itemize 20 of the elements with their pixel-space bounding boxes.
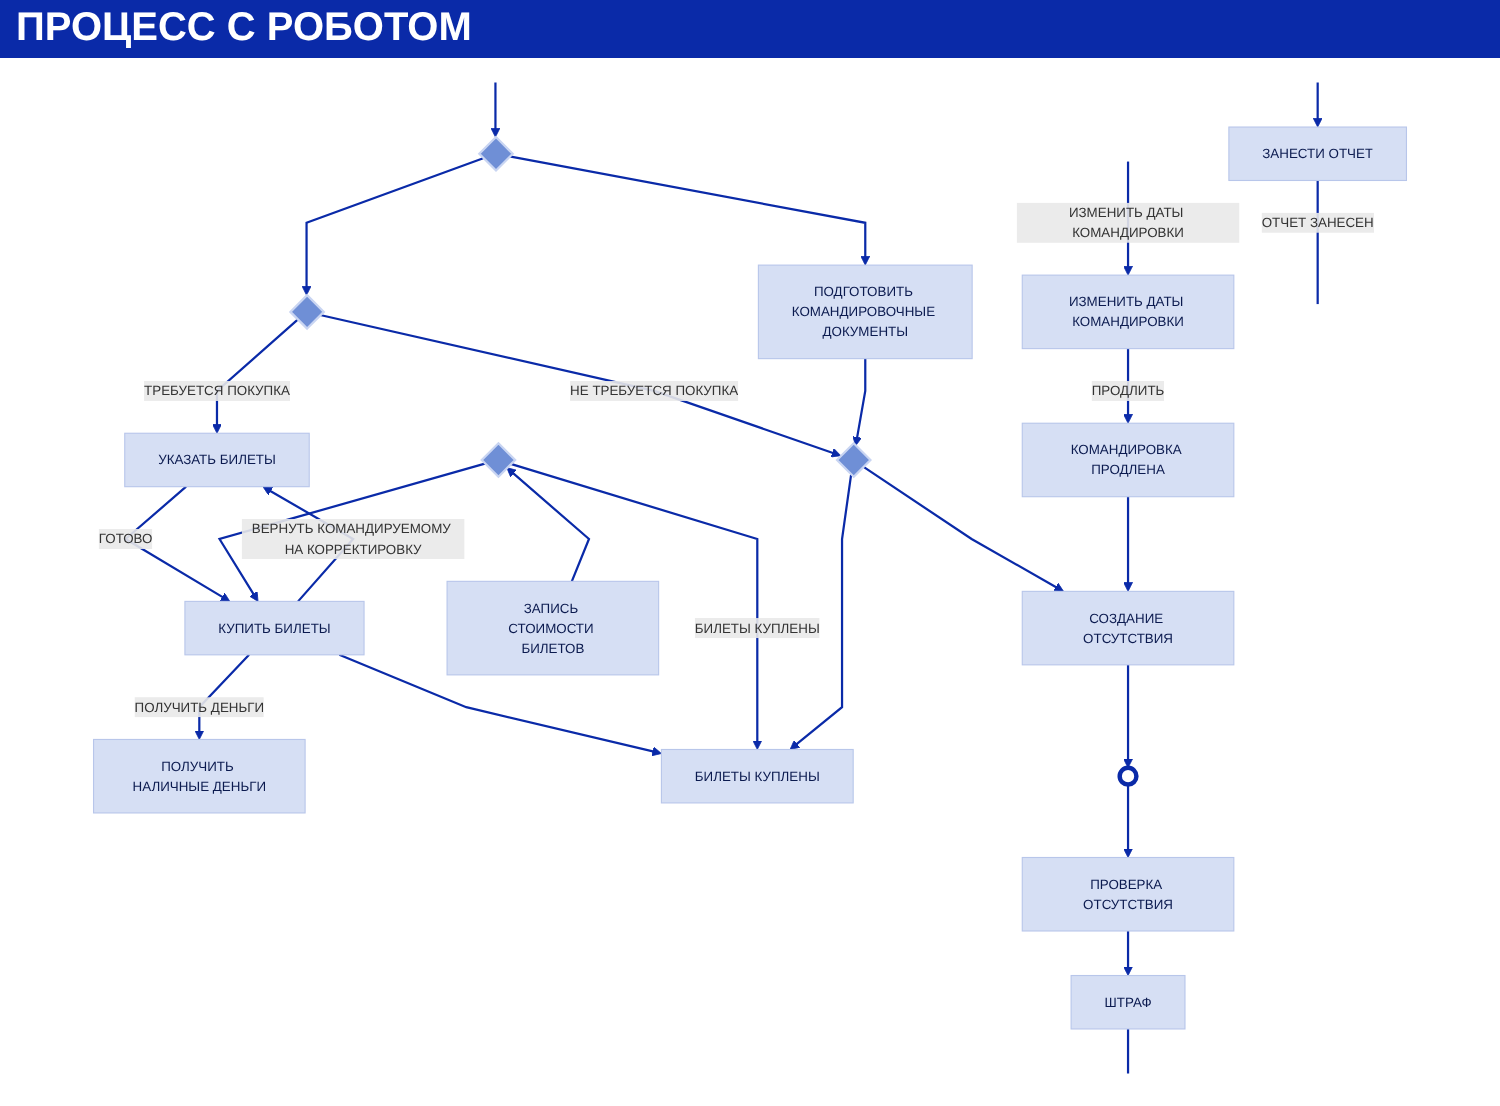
arrow bbox=[510, 462, 763, 750]
arrow bbox=[1123, 664, 1133, 769]
arrow bbox=[490, 82, 501, 138]
clock-circle bbox=[1117, 765, 1139, 787]
arrow bbox=[301, 157, 484, 296]
arrow bbox=[509, 155, 871, 266]
gateway-diamond bbox=[288, 293, 326, 331]
arrow bbox=[1312, 82, 1323, 128]
arrow bbox=[1123, 784, 1133, 858]
arrow bbox=[789, 474, 853, 750]
arrow bbox=[506, 467, 591, 582]
gateway-diamond bbox=[835, 441, 872, 479]
gateway-diamond bbox=[480, 441, 517, 479]
gateway-diamond bbox=[477, 135, 515, 173]
arrow bbox=[338, 653, 662, 757]
title-bar: ПРОЦЕСС С РОБОТОМ bbox=[0, 0, 1500, 58]
arrow bbox=[852, 358, 867, 447]
arrow bbox=[1123, 931, 1133, 976]
arrow bbox=[862, 465, 1064, 592]
arrow bbox=[1123, 496, 1133, 592]
